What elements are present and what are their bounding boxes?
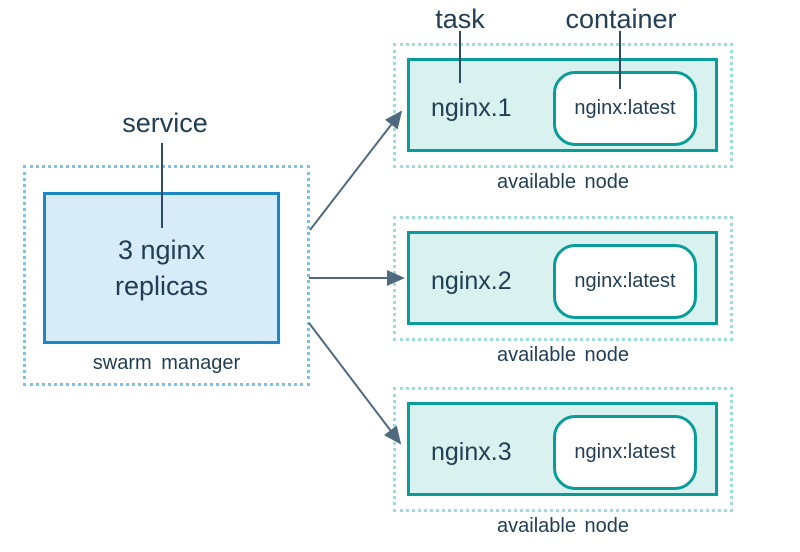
arrow-to-node-1 [309,110,403,231]
node-3-caption: available node [497,515,629,537]
node-1-container-box: nginx:latest [553,71,697,146]
node-1-boundary: nginx.1 nginx:latest [393,43,733,168]
node-2-caption: available node [497,344,629,366]
node-2-task-name: nginx.2 [431,266,512,295]
container-label: container [565,4,677,34]
service-box: 3 nginx replicas [43,192,280,344]
node-3-container-box: nginx:latest [553,415,697,490]
node-3-boundary: nginx.3 nginx:latest [393,387,733,512]
node-1-task-name: nginx.1 [431,93,512,122]
node-1-container-image: nginx:latest [574,97,676,119]
node-1-caption: available node [497,171,629,193]
arrow-to-node-3 [308,322,402,445]
node-3-task-name: nginx.3 [431,437,512,466]
node-2-container-box: nginx:latest [553,244,697,319]
service-box-line2: replicas [114,271,209,301]
node-3-container-image: nginx:latest [574,441,676,463]
swarm-manager-caption: swarm manager [92,352,241,374]
service-label: service [122,108,208,138]
node-2-container-image: nginx:latest [574,270,676,292]
node-3-task-box: nginx.3 nginx:latest [407,402,718,496]
node-2-task-box: nginx.2 nginx:latest [407,231,718,325]
node-2-boundary: nginx.2 nginx:latest [393,216,733,341]
node-1-task-box: nginx.1 nginx:latest [407,58,718,152]
task-label: task [435,4,485,34]
service-box-line1: 3 nginx [117,235,206,265]
